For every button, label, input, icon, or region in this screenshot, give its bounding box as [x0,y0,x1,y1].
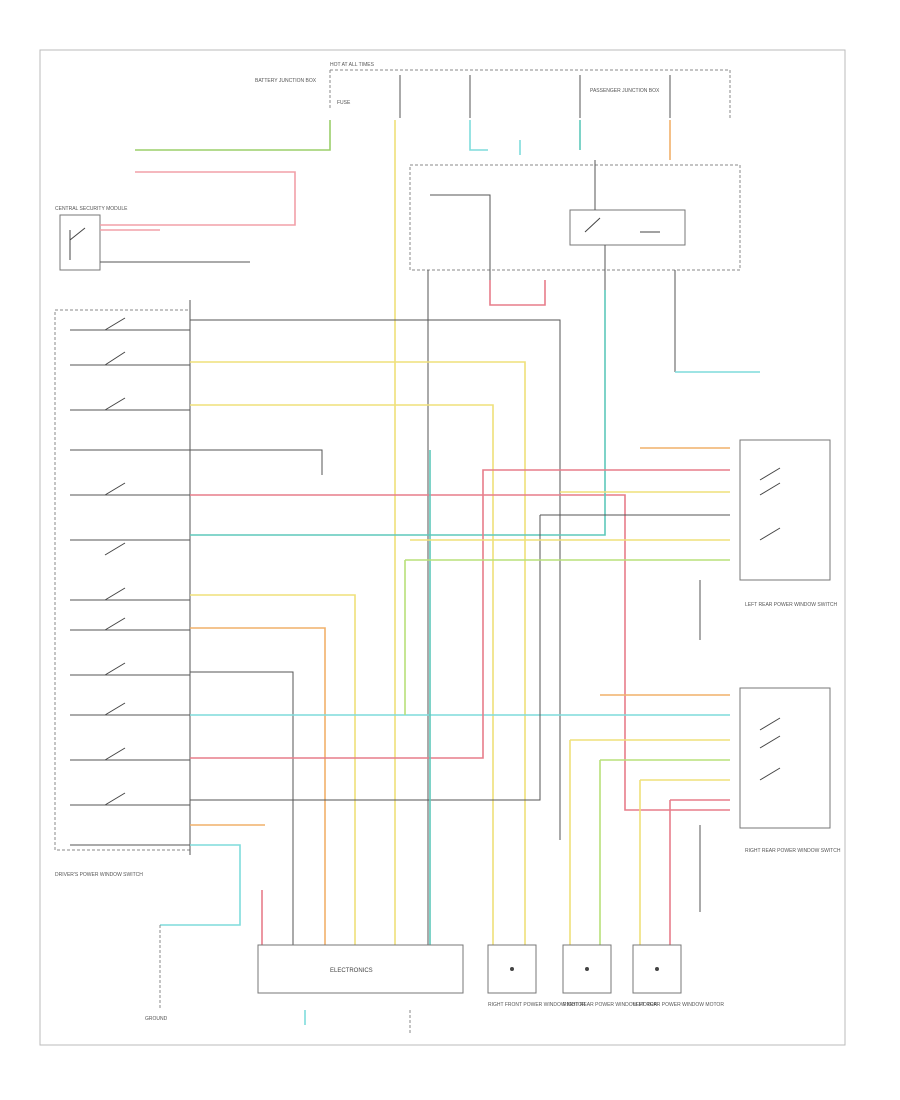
passenger-junction-box-label: PASSENGER JUNCTION BOX [590,88,660,94]
passenger-junction-box [409,160,760,945]
left-rear-switch: LEFT REAR POWER WINDOW SWITCH [404,439,838,715]
right-rear-switch: RIGHT REAR POWER WINDOW SWITCH [569,687,841,945]
diagram-border [39,49,846,1046]
bottom-components: ELECTRONICS RIGHT FRONT POWER WINDOW MOT… [145,925,724,1035]
rr-switch-label: RIGHT REAR POWER WINDOW SWITCH [745,848,841,854]
master-switch-harness [160,290,730,945]
main-switch-label: DRIVER'S POWER WINDOW SWITCH [55,872,143,878]
electronics-label: ELECTRONICS [330,968,373,974]
drivers-master-switch: DRIVER'S POWER WINDOW SWITCH [54,300,191,878]
rf-motor-label: RIGHT FRONT POWER WINDOW MOTOR [488,1002,586,1008]
fuse-label: FUSE [337,100,351,106]
fuse-drops [135,120,671,945]
rr-motor-label: RIGHT REAR POWER WINDOW MOTOR [563,1002,658,1008]
central-security-label: CENTRAL SECURITY MODULE [55,206,128,212]
lr-motor-label: LEFT REAR POWER WINDOW MOTOR [633,1002,724,1008]
power-bus: HOT AT ALL TIMES BATTERY JUNCTION BOX PA… [255,62,731,118]
hot-at-all-times-label: HOT AT ALL TIMES [330,62,375,68]
battery-junction-box-label: BATTERY JUNCTION BOX [255,78,317,84]
ground-label: GROUND [145,1016,168,1022]
lr-switch-label: LEFT REAR POWER WINDOW SWITCH [745,602,838,608]
central-security-module: CENTRAL SECURITY MODULE [55,171,296,271]
